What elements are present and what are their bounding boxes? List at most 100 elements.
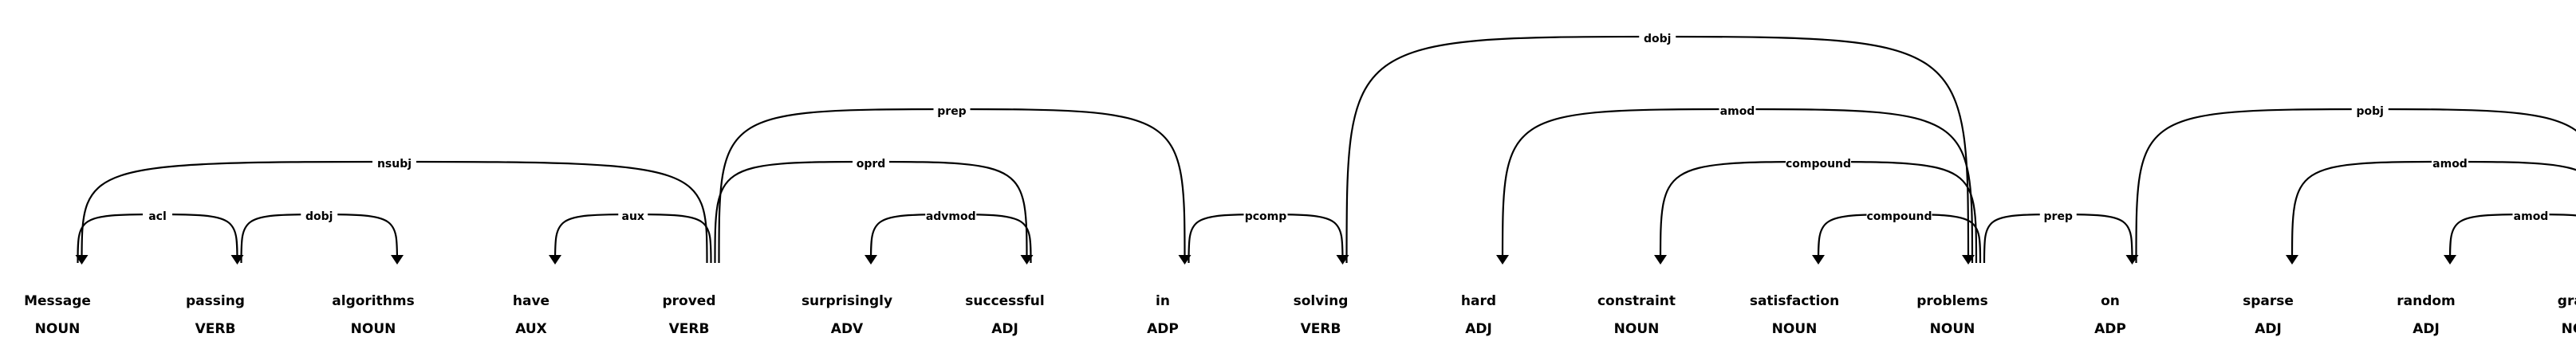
arc-label-background: [933, 103, 971, 117]
dependency-arc: advmod: [865, 208, 1032, 265]
arc-label-background: [372, 155, 416, 170]
arc-label: amod: [1720, 105, 1755, 118]
token-word: random: [2397, 293, 2456, 309]
dependency-arc: amod: [2444, 208, 2576, 265]
token-pos-tag: ADP: [2094, 321, 2126, 337]
arc-label: dobj: [305, 210, 333, 223]
arc-label-background: [1786, 155, 1851, 170]
token-pos-tag: ADP: [1147, 321, 1179, 337]
arc-label: prep: [937, 105, 966, 118]
arc-label: amod: [2514, 210, 2549, 223]
token-pos-tag: NOUN: [1772, 321, 1818, 337]
token-pos-tag: NOUN: [351, 321, 396, 337]
arc-curve: [81, 160, 708, 264]
arc-label: amod: [2432, 158, 2468, 171]
dependency-arc: dobj: [1345, 30, 1975, 265]
arrow-head-icon: [865, 255, 877, 265]
arc-curve: [1345, 35, 1970, 264]
arrow-head-icon: [1962, 255, 1975, 265]
token-pos-tag: ADJ: [991, 321, 1018, 337]
dependency-arc: prep: [718, 103, 1191, 265]
token-pos-tag: VERB: [195, 321, 236, 337]
arc-label: pobj: [2357, 105, 2384, 118]
arrow-head-icon: [2286, 255, 2298, 265]
arc-label: dobj: [1644, 33, 1671, 45]
token-word: in: [1156, 293, 1170, 309]
arc-label-background: [2039, 208, 2077, 222]
token-word: successful: [965, 293, 1044, 309]
arcs-layer: acl dobj aux nsubj advmod oprd prep pcomp compou…: [75, 30, 2576, 265]
arrow-head-icon: [2444, 255, 2456, 265]
dependency-arc: dobj: [240, 208, 404, 265]
token-word: Message: [24, 293, 91, 309]
arc-label-background: [2512, 208, 2550, 222]
token-word: solving: [1294, 293, 1349, 309]
arrow-head-icon: [549, 255, 561, 265]
token-pos-tag: NOUN: [2562, 321, 2576, 337]
arc-curve: [1501, 108, 1974, 264]
token-word: constraint: [1597, 293, 1676, 309]
token-pos-tag: ADJ: [2255, 321, 2282, 337]
token-word: algorithms: [332, 293, 414, 309]
arc-label: compound: [1866, 210, 1932, 223]
arc-label: oprd: [857, 158, 886, 171]
arrow-head-icon: [1496, 255, 1509, 265]
token-word: problems: [1916, 293, 1988, 309]
arrow-head-icon: [1812, 255, 1825, 265]
dependency-arc: pobj: [2135, 103, 2576, 264]
dependency-arc: acl: [77, 208, 244, 265]
dependency-arc: oprd: [714, 155, 1034, 265]
token-pos-tag: NOUN: [1930, 321, 1975, 337]
token-pos-tag: ADJ: [1465, 321, 1492, 337]
arrow-head-icon: [391, 255, 404, 265]
dependency-arc: nsubj: [75, 155, 708, 265]
token-word: sparse: [2243, 293, 2294, 309]
token-pos-tag: ADJ: [2413, 321, 2440, 337]
arc-label-background: [853, 155, 889, 170]
arc-label-background: [618, 208, 648, 222]
arrow-head-icon: [1020, 255, 1034, 265]
arc-label-background: [925, 208, 977, 222]
token-pos-tag: ADV: [831, 321, 864, 337]
token-pos-tag: AUX: [515, 321, 547, 337]
dependency-arc: aux: [549, 208, 712, 265]
arc-label-background: [1719, 103, 1756, 117]
arc-label-background: [2432, 155, 2468, 170]
token-pos-tag: NOUN: [35, 321, 81, 337]
arc-label-background: [1866, 208, 1932, 222]
token-word: proved: [662, 293, 715, 309]
arc-label: nsubj: [377, 158, 412, 171]
arc-label-background: [1243, 208, 1288, 222]
arc-label: advmod: [926, 210, 976, 223]
arc-label: aux: [622, 210, 644, 223]
token-word: surprisingly: [802, 293, 892, 309]
dependency-arc: amod: [1496, 103, 1974, 265]
token-pos-tag: VERB: [1301, 321, 1341, 337]
token-word: hard: [1461, 293, 1496, 309]
arc-curve: [718, 108, 1186, 264]
token-word: graphs: [2558, 293, 2576, 309]
token-word: satisfaction: [1750, 293, 1839, 309]
token-word: passing: [186, 293, 245, 309]
dependency-arc: pcomp: [1188, 208, 1349, 265]
dependency-arc: compound: [1812, 208, 1982, 265]
arc-label-background: [1639, 30, 1676, 45]
arc-label: prep: [2044, 210, 2073, 223]
dependency-arc: amod: [2286, 155, 2576, 265]
